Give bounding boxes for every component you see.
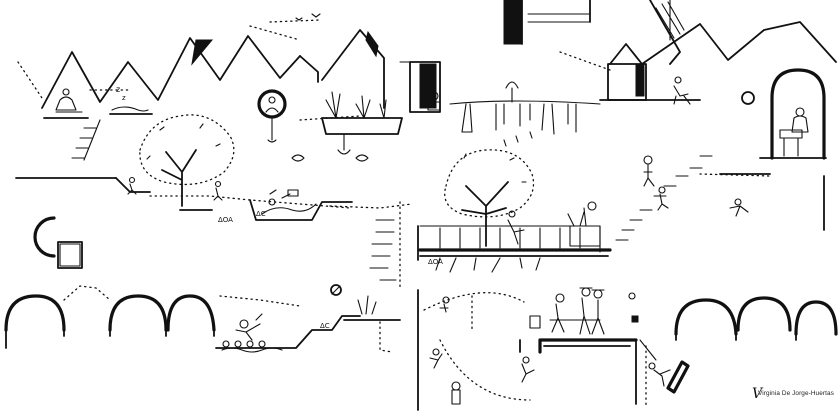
arches-left [4, 285, 301, 349]
zigzag-roofs-left [17, 19, 321, 109]
svg-text:ΔC: ΔC [256, 210, 266, 218]
figures-on-platform [507, 201, 601, 247]
right-tower [649, 0, 685, 65]
zigzag-roofs-right [559, 21, 837, 71]
planter-with-plants [291, 91, 403, 162]
bird-icon [295, 13, 321, 21]
dining-figures-platform [519, 287, 639, 354]
center-shaft [417, 289, 535, 411]
ground-line-left [15, 177, 351, 211]
svg-text:z: z [122, 94, 126, 102]
svg-text:ΔOA: ΔOA [428, 258, 443, 266]
clothesline [449, 81, 601, 147]
right-stairs [615, 155, 771, 241]
artist-signature: V [752, 386, 763, 402]
climbing-figures-right [643, 155, 749, 217]
center-stairs [329, 201, 413, 291]
right-house-with-chair [599, 63, 755, 105]
circular-window-icon [257, 89, 287, 143]
right-wall-line [635, 175, 825, 409]
resting-figures: z z [43, 85, 153, 119]
left-stairs [71, 119, 101, 161]
underground-garden: ΔC [215, 284, 401, 353]
small-figures-left [127, 176, 223, 201]
artist-credit: Virginia De Jorge-Huertas [758, 390, 834, 397]
hanging-figure-right [639, 339, 690, 394]
middle-house-block [299, 29, 441, 121]
sunken-garden-left: ΔOA ΔC [218, 189, 353, 224]
tree-center [444, 149, 535, 247]
svg-text:ΔC: ΔC [320, 322, 330, 330]
svg-text:ΔOA: ΔOA [218, 216, 233, 224]
arches-right [674, 296, 838, 341]
circle-square-symbol [33, 216, 83, 269]
arched-doorway-figure [759, 68, 827, 160]
dark-tower-top [503, 0, 591, 45]
tree-left [139, 114, 235, 207]
svg-text:z: z [116, 85, 120, 94]
